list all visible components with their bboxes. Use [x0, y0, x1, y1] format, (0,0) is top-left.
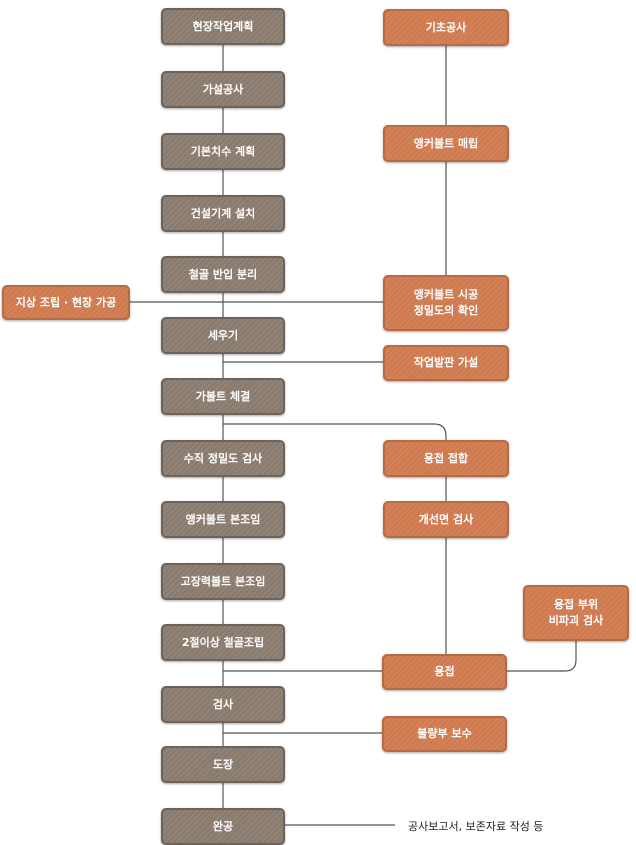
main-step-site-plan: 현장작업계획 [161, 8, 285, 45]
main-step-vertical-inspection: 수직 정밀도 검사 [161, 440, 285, 477]
main-step-painting: 도장 [161, 746, 285, 783]
ndt-line [507, 640, 577, 672]
main-step-inspection: 검사 [161, 686, 285, 723]
completion-note: 공사보고서, 보존자료 작성 등 [408, 820, 544, 833]
side-step-weld-joint: 용접 접합 [383, 440, 509, 477]
side-step-ndt: 용접 부위 비파괴 검사 [523, 585, 629, 641]
side-step-defect-repair: 불량부 보수 [382, 716, 507, 752]
main-step-erection: 세우기 [161, 317, 285, 354]
main-step-temporary-works: 가설공사 [161, 71, 285, 108]
main-step-hsb-final-tightening: 고장력볼트 본조임 [161, 563, 285, 600]
side-step-groove-inspection: 개선면 검사 [383, 501, 509, 538]
side-step-welding: 용접 [382, 654, 507, 690]
main-step-temporary-bolting: 가볼트 체결 [161, 378, 285, 415]
main-step-steel-delivery: 철골 반입 분리 [161, 256, 285, 293]
side-step-ground-assembly: 지상 조립 · 현장 가공 [2, 285, 130, 320]
main-step-equipment-install: 건설기계 설치 [161, 195, 285, 232]
main-step-multi-section-assembly: 2절이상 철골조립 [161, 624, 285, 661]
side-step-anchor-bolt-embed: 앵커볼트 매립 [383, 125, 509, 162]
main-step-anchor-final-tightening: 앵커볼트 본조임 [161, 501, 285, 538]
side-step-scaffold: 작업발판 가설 [383, 345, 509, 381]
side-step-foundation: 기초공사 [383, 9, 509, 46]
weld-branch-line [223, 423, 447, 654]
main-step-dimension-plan: 기본치수 계획 [161, 133, 285, 170]
side-step-anchor-bolt-precision: 앵커볼트 시공 정밀도의 확인 [383, 275, 509, 331]
main-step-completion: 완공 [161, 808, 285, 845]
